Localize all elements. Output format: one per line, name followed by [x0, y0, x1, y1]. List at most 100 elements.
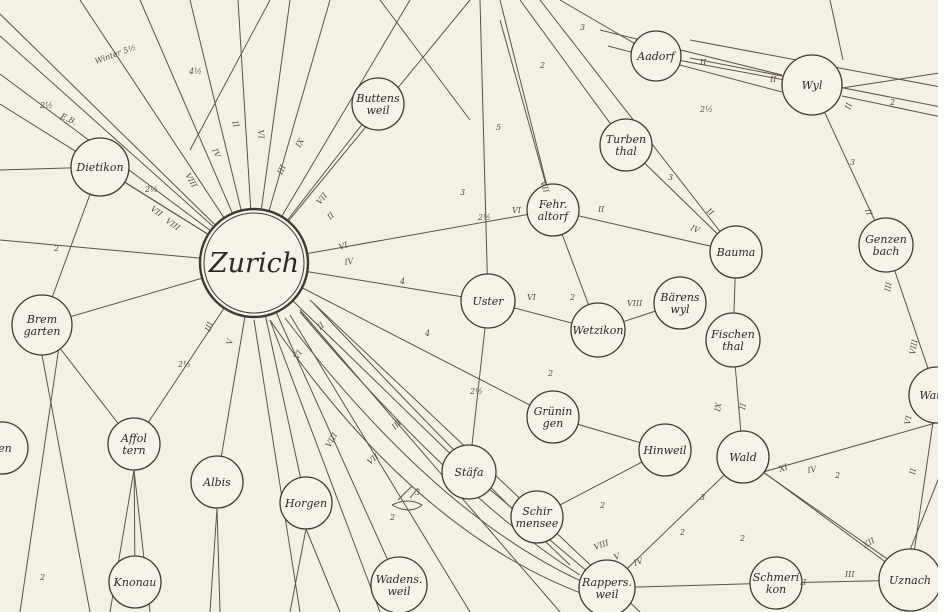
place-label: zen — [0, 442, 12, 455]
route-line — [41, 354, 91, 612]
route-annotation: 3 — [415, 488, 420, 497]
route-annotation: II — [699, 58, 707, 67]
place-label: garten — [24, 325, 61, 338]
route-annotation: 2 — [599, 501, 605, 510]
route-line — [253, 319, 301, 612]
place-label: Brem — [26, 313, 57, 326]
place-circle — [108, 555, 162, 609]
route-annotation: 2 — [39, 573, 45, 582]
place-knonau: Knonau — [108, 555, 162, 609]
place-circle — [705, 312, 761, 368]
route-line — [253, 262, 400, 586]
place-horgen: Horgen — [279, 476, 333, 530]
route-annotation: XII — [861, 536, 877, 551]
place-circle — [526, 183, 580, 237]
place-label: gen — [543, 417, 564, 430]
place-wyl: Wyl — [781, 54, 843, 116]
place-label: Horgen — [284, 497, 327, 510]
place-label: Affol — [120, 432, 147, 445]
route-annotation: Winter 5½ — [94, 43, 137, 66]
place-circle — [370, 556, 428, 612]
place-label: weil — [388, 585, 411, 598]
place-circle — [578, 559, 636, 612]
route-annotation: IV — [210, 146, 223, 160]
route-annotation: 3 — [700, 493, 705, 502]
route-line — [499, 0, 554, 211]
route-line — [0, 35, 255, 264]
route-annotation: VI — [256, 129, 266, 140]
boat-sketch — [391, 485, 423, 511]
route-annotation: 2 — [679, 528, 685, 537]
route-annotation: 4 — [424, 329, 430, 338]
route-line — [841, 71, 946, 89]
place-circle — [570, 302, 626, 358]
place-label: altorf — [538, 210, 570, 223]
place-label: Hinweil — [642, 444, 687, 457]
place-nodes: ZurichButtensweilDietikonBremgartenAffol… — [0, 30, 946, 612]
place-label: tern — [122, 444, 145, 457]
place-circle — [781, 54, 843, 116]
route-annotation: 2 — [547, 369, 553, 378]
place-label: weil — [596, 588, 619, 601]
route-annotation: 2 — [569, 293, 575, 302]
place-label: Wattw — [919, 389, 946, 402]
place-fehraltorf: Fehr.altorf — [526, 183, 580, 237]
place-circle — [441, 444, 497, 500]
place-rapperswil: Rappers.weil — [578, 559, 636, 612]
place-wattwil: Wattw — [908, 366, 946, 424]
route-annotation: 3 — [580, 23, 585, 32]
place-wald: Wald — [716, 430, 770, 484]
route-annotation: 2½ — [144, 185, 158, 194]
place-circle — [630, 30, 682, 82]
place-label: wyl — [670, 303, 690, 316]
route-line — [289, 528, 307, 612]
place-uster: Uster — [460, 273, 516, 329]
route-annotation: IV — [632, 556, 646, 568]
route-line — [253, 262, 554, 418]
route-annotation: II — [863, 207, 874, 218]
route-annotation: VI — [338, 240, 350, 252]
route-annotation: VIII — [593, 538, 611, 552]
place-wadensweil: Wadens.weil — [370, 556, 428, 612]
place-label: Fischen — [710, 328, 755, 341]
route-line — [468, 300, 489, 473]
route-line — [742, 456, 911, 581]
route-annotation: VII — [538, 180, 551, 195]
route-annotation: VI — [903, 414, 914, 425]
route-line — [19, 339, 61, 612]
place-label: Stäfa — [454, 466, 483, 479]
place-circle — [510, 490, 564, 544]
route-line — [519, 0, 627, 146]
place-circle — [351, 77, 405, 131]
route-annotation: VIII — [908, 338, 920, 355]
place-circle — [858, 217, 914, 273]
route-annotation: III — [883, 281, 894, 294]
route-line — [216, 507, 221, 612]
place-label: Uznach — [889, 574, 931, 587]
route-annotation: II — [769, 75, 777, 84]
place-circle — [190, 455, 244, 509]
place-circle — [460, 273, 516, 329]
route-line — [734, 419, 946, 481]
route-line — [289, 314, 471, 612]
place-circle — [749, 556, 803, 610]
route-annotation: V — [225, 337, 235, 345]
route-annotation: VIII — [164, 216, 182, 233]
place-label: weil — [367, 104, 390, 117]
route-annotation: 2½ — [477, 213, 491, 222]
route-annotation: VII — [149, 204, 165, 219]
route-annotation: VIII — [324, 431, 340, 449]
route-annotation: 5 — [496, 123, 501, 132]
route-annotation: III — [275, 163, 288, 177]
route-annotation: III — [844, 570, 855, 579]
route-annotation: 2 — [539, 61, 545, 70]
route-annotation: VI — [292, 348, 305, 361]
route-annotation: 3 — [850, 158, 855, 167]
place-zurich: Zurich — [198, 207, 310, 319]
place-label: Zurich — [208, 248, 299, 279]
